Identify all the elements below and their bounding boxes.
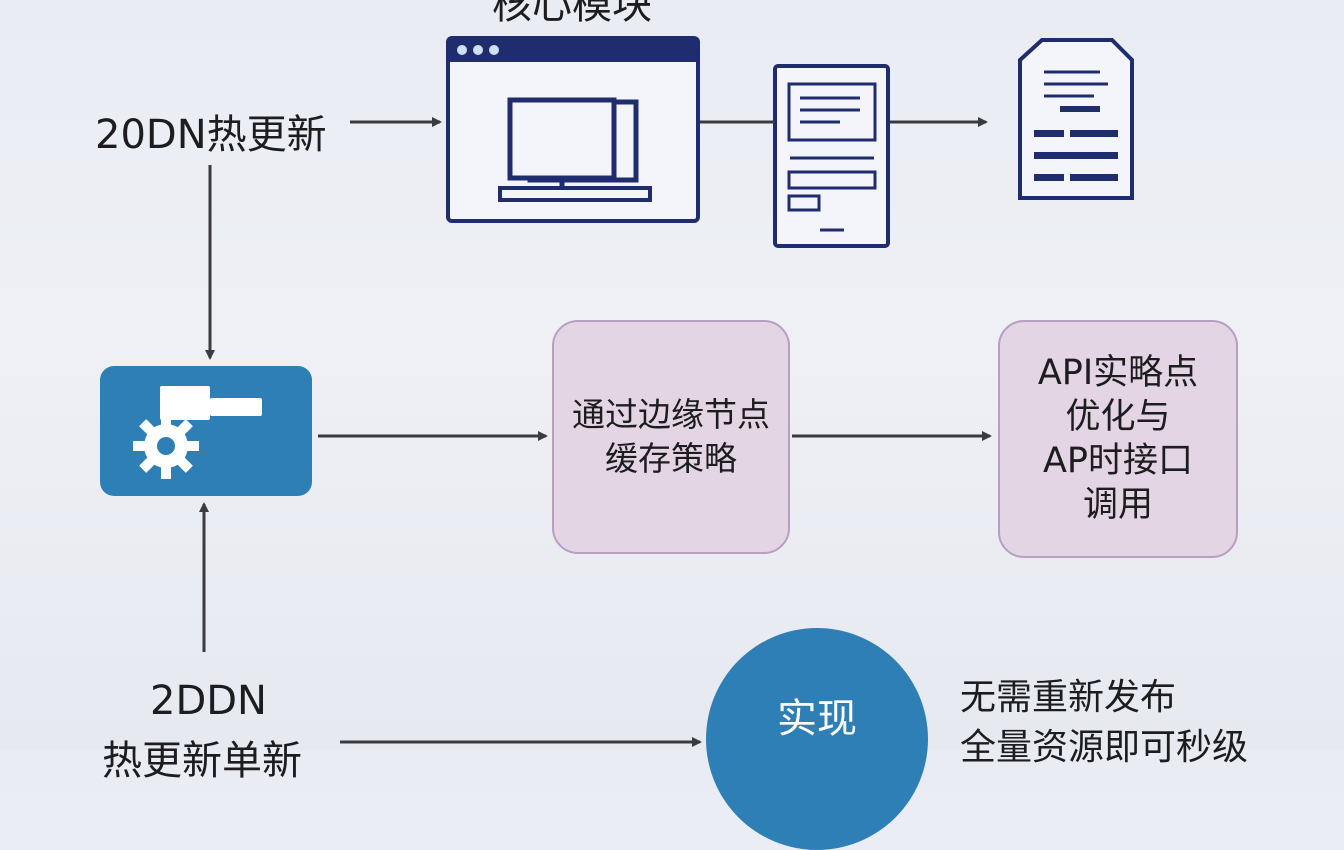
api-line: AP时接口 (1042, 441, 1194, 481)
form-page-icon (773, 64, 890, 248)
edge-cache-box: 通过边缘节点 缓存策略 (552, 320, 790, 554)
circle-label: 实现 (777, 696, 857, 742)
api-line: 调用 (1082, 485, 1153, 525)
computer-icon (498, 97, 652, 202)
hot-update-label: 20DN热更新 (95, 112, 327, 158)
api-line: 优化与 (1065, 397, 1171, 437)
gear-tool-icon (133, 386, 262, 479)
connector-arrows (199, 117, 992, 747)
diagram-graphics (199, 36, 1134, 747)
document-icon (1018, 38, 1134, 200)
edge-cache-line: 缓存策略 (605, 439, 737, 478)
note-line1: 无需重新发布 (960, 677, 1177, 718)
gear-module-box (100, 366, 312, 496)
api-line: API实略点 (1037, 353, 1199, 393)
top-cut-label: 核心模块 (492, 0, 652, 28)
api-box: API实略点 优化与 AP时接口 调用 (998, 320, 1238, 558)
edge-cache-line: 通过边缘节点 (572, 395, 770, 434)
ddn-label-line1: 2DDN (150, 678, 267, 724)
